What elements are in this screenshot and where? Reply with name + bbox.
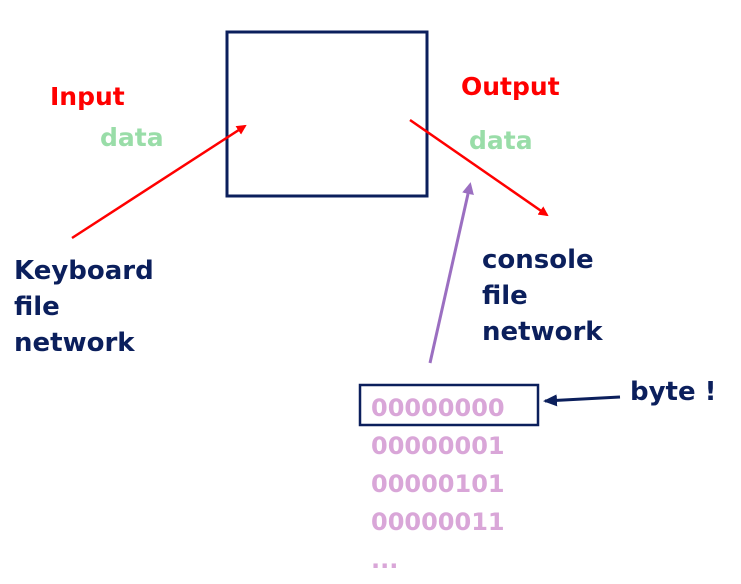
byte-note-label: byte !	[630, 377, 717, 407]
output-data-label: data	[469, 126, 533, 155]
input-arrow	[71, 124, 247, 240]
destination-file: file	[482, 281, 528, 311]
source-file: file	[14, 292, 60, 322]
input-data-label: data	[100, 123, 164, 152]
destination-console: console	[482, 245, 594, 275]
program-box	[225, 30, 429, 198]
sources-list: Keyboard file network	[14, 253, 154, 361]
input-label: Input	[50, 82, 125, 111]
output-label: Output	[461, 72, 560, 101]
bytes-to-data-arrow	[428, 182, 474, 364]
destinations-list: console file network	[482, 242, 603, 350]
destination-network: network	[482, 317, 603, 347]
byte-pointer-arrow	[543, 394, 621, 407]
byte-3: 00000011	[371, 508, 505, 536]
byte-2: 00000101	[371, 470, 505, 498]
source-network: network	[14, 328, 135, 358]
byte-ellipsis: ...	[371, 546, 399, 574]
byte-1: 00000001	[371, 432, 505, 460]
source-keyboard: Keyboard	[14, 256, 154, 286]
byte-0: 00000000	[371, 394, 505, 422]
output-arrow	[409, 118, 549, 217]
bytes-list: 00000000 00000001 00000101 00000011 ...	[371, 389, 505, 579]
byte-highlight-box	[358, 383, 540, 427]
